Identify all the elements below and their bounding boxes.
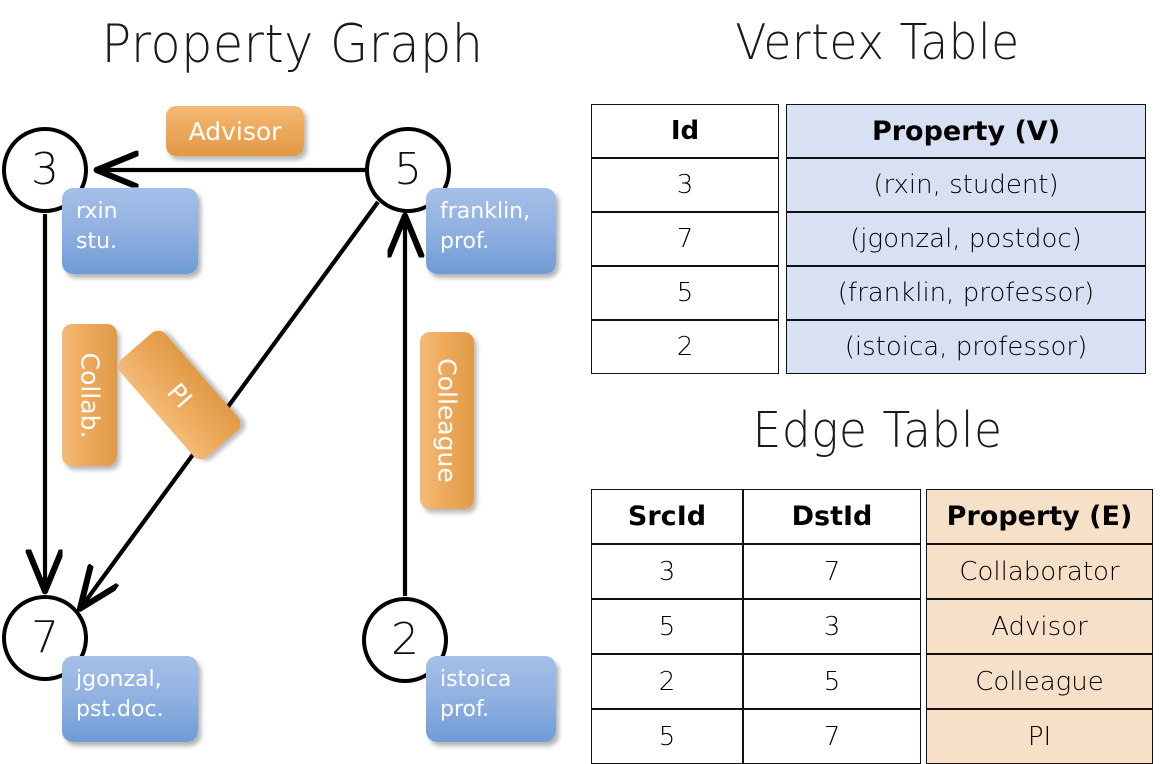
vertex-id-cell: 3 bbox=[591, 158, 779, 212]
node-property-box-3: rxin stu. bbox=[62, 188, 198, 274]
node-property-line: stu. bbox=[76, 228, 118, 254]
page-title-property-graph: Property Graph bbox=[101, 14, 484, 75]
graph-node-2[interactable]: 2 bbox=[362, 597, 448, 683]
node-property-line: jgonzal, bbox=[76, 667, 162, 692]
vertex-property-cell: (franklin, professor) bbox=[786, 266, 1146, 320]
column-gap bbox=[921, 654, 926, 709]
edge-property-cell: PI bbox=[926, 709, 1153, 764]
vertex-table-header-id: Id bbox=[591, 104, 779, 158]
vertex-id-cell: 7 bbox=[591, 212, 779, 266]
column-gap bbox=[921, 709, 926, 764]
column-gap bbox=[921, 599, 926, 654]
node-property-line: istoica bbox=[440, 667, 512, 692]
table-header-row: SrcId DstId Property (E) bbox=[591, 489, 1153, 544]
node-property-line: prof. bbox=[440, 696, 490, 722]
node-property-box-5: franklin, prof. bbox=[426, 188, 556, 274]
edge-dstid-cell: 7 bbox=[743, 544, 921, 599]
table-row: 2 (istoica, professor) bbox=[591, 320, 1146, 374]
vertex-property-cell: (istoica, professor) bbox=[786, 320, 1146, 374]
edge-label-collab: Collab. bbox=[62, 324, 117, 466]
table-row: 5 7 PI bbox=[591, 709, 1153, 764]
page-title-vertex-table: Vertex Table bbox=[735, 14, 1020, 71]
table-row: 3 7 Collaborator bbox=[591, 544, 1153, 599]
edge-label-text: PI bbox=[161, 377, 198, 413]
edge-dstid-cell: 7 bbox=[743, 709, 921, 764]
edge-table-header-property: Property (E) bbox=[926, 489, 1153, 544]
vertex-property-cell: (jgonzal, postdoc) bbox=[786, 212, 1146, 266]
table-header-row: Id Property (V) bbox=[591, 104, 1146, 158]
edge-property-cell: Colleague bbox=[926, 654, 1153, 709]
edge-label-text: Collab. bbox=[75, 352, 104, 438]
edge-srcid-cell: 2 bbox=[591, 654, 743, 709]
edge-table: SrcId DstId Property (E) 3 7 Collaborato… bbox=[591, 489, 1153, 764]
column-gap bbox=[779, 266, 786, 320]
edge-table-header-dstid: DstId bbox=[743, 489, 921, 544]
edge-5-to-7-pi bbox=[82, 200, 380, 606]
edge-table-header-srcid: SrcId bbox=[591, 489, 743, 544]
edge-srcid-cell: 5 bbox=[591, 599, 743, 654]
node-property-box-2: istoica prof. bbox=[426, 656, 556, 742]
edge-label-text: Advisor bbox=[188, 116, 282, 146]
column-gap bbox=[921, 544, 926, 599]
node-property-line: pst.doc. bbox=[76, 696, 164, 722]
edge-srcid-cell: 3 bbox=[591, 544, 743, 599]
edge-dstid-cell: 3 bbox=[743, 599, 921, 654]
table-row: 5 (franklin, professor) bbox=[591, 266, 1146, 320]
graph-edges-svg bbox=[0, 0, 585, 760]
column-gap bbox=[779, 104, 786, 158]
edge-property-cell: Collaborator bbox=[926, 544, 1153, 599]
column-gap bbox=[779, 158, 786, 212]
table-row: 2 5 Colleague bbox=[591, 654, 1153, 709]
column-gap bbox=[779, 320, 786, 374]
node-property-box-7: jgonzal, pst.doc. bbox=[62, 656, 198, 742]
vertex-table-header-property: Property (V) bbox=[786, 104, 1146, 158]
edge-label-advisor: Advisor bbox=[166, 106, 304, 156]
graph-node-5[interactable]: 5 bbox=[365, 127, 451, 213]
page-title-edge-table: Edge Table bbox=[752, 402, 1003, 459]
edge-property-cell: Advisor bbox=[926, 599, 1153, 654]
vertex-id-cell: 2 bbox=[591, 320, 779, 374]
node-property-line: rxin bbox=[76, 199, 118, 224]
node-property-line: franklin, bbox=[440, 199, 531, 224]
node-property-line: prof. bbox=[440, 228, 490, 254]
edge-label-text: Colleague bbox=[432, 358, 462, 483]
vertex-table: Id Property (V) 3 (rxin, student) 7 (jgo… bbox=[591, 104, 1146, 374]
table-row: 5 3 Advisor bbox=[591, 599, 1153, 654]
edge-label-colleague: Colleague bbox=[420, 332, 474, 509]
column-gap bbox=[921, 489, 926, 544]
column-gap bbox=[779, 212, 786, 266]
edge-dstid-cell: 5 bbox=[743, 654, 921, 709]
table-row: 7 (jgonzal, postdoc) bbox=[591, 212, 1146, 266]
edge-srcid-cell: 5 bbox=[591, 709, 743, 764]
vertex-property-cell: (rxin, student) bbox=[786, 158, 1146, 212]
vertex-id-cell: 5 bbox=[591, 266, 779, 320]
property-graph-diagram: 3 5 7 2 rxin stu. franklin, prof. jgonza… bbox=[0, 0, 585, 760]
table-row: 3 (rxin, student) bbox=[591, 158, 1146, 212]
